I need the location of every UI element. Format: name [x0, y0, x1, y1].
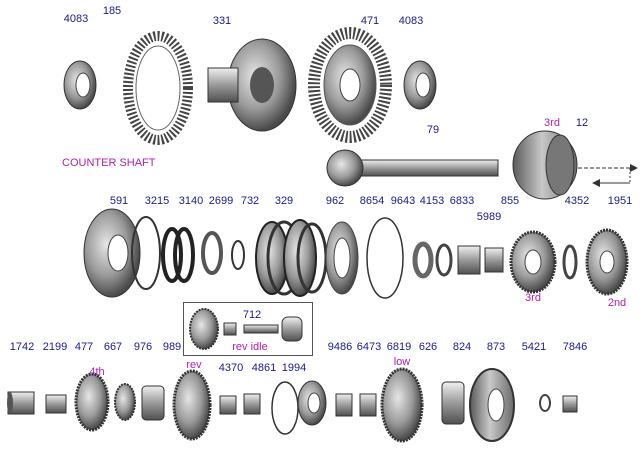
bearing-6819 [359, 393, 377, 417]
counter-shaft-caption: COUNTER SHAFT [62, 157, 156, 169]
label-873: 873 [486, 341, 506, 353]
label-4370: 4370 [218, 362, 244, 374]
bearing-976 [141, 385, 165, 421]
gear-855 [509, 230, 557, 294]
label-9486: 9486 [327, 341, 353, 353]
washer-2699 [201, 231, 245, 275]
pump-591 [83, 208, 141, 298]
label-329: 329 [274, 195, 294, 207]
nut-7846 [562, 395, 578, 413]
drum-12 [512, 130, 578, 200]
label-962: 962 [325, 195, 345, 207]
drum-873 [469, 368, 515, 442]
label-976: 976 [133, 341, 153, 353]
label-6819: 6819 [386, 341, 412, 353]
gear-667 [114, 383, 136, 421]
needle-bearing-6833 [457, 245, 481, 275]
snap-ring-8654 [366, 217, 404, 299]
gear-477 [74, 372, 110, 432]
bearing-2199 [45, 394, 67, 414]
axis-arrows [578, 164, 638, 187]
label-5421: 5421 [521, 341, 547, 353]
label-712: 712 [242, 309, 262, 321]
label-185: 185 [102, 5, 122, 17]
label-4153: 4153 [419, 195, 445, 207]
seal-rings-3140 [161, 227, 195, 283]
ring-gear-471 [308, 27, 392, 143]
label-rev-idle: rev idle [232, 341, 268, 353]
label-477: 477 [74, 341, 94, 353]
label-8654: 8654 [359, 195, 385, 207]
label-471: 471 [360, 15, 380, 27]
bearing-4083-right [403, 60, 437, 110]
label-4083-left: 4083 [63, 13, 89, 25]
collar-4861 [243, 393, 261, 415]
bearing-6473 [335, 393, 353, 417]
ring-gear-185 [123, 31, 193, 145]
gear-1951 [585, 228, 629, 296]
label-1742: 1742 [9, 341, 35, 353]
label-2199: 2199 [42, 341, 68, 353]
label-9643: 9643 [390, 195, 416, 207]
label-4083-right: 4083 [398, 15, 424, 27]
differential-331 [207, 38, 297, 132]
label-6473: 6473 [356, 341, 382, 353]
bearing-4083-left [63, 60, 97, 110]
label-3140: 3140 [178, 195, 204, 207]
label-4861: 4861 [251, 362, 277, 374]
label-591: 591 [109, 195, 129, 207]
label-79: 79 [426, 124, 440, 136]
label-626: 626 [418, 341, 438, 353]
label-3rd-gear: 3rd [525, 292, 541, 304]
gear-626 [380, 367, 424, 443]
label-989: 989 [162, 341, 182, 353]
label-3rd-drum: 3rd [544, 117, 560, 129]
label-2nd-gear: 2nd [607, 297, 627, 309]
clutch-pack-329 [283, 219, 328, 297]
label-12: 12 [575, 117, 589, 129]
label-4th-gear: 4th [89, 366, 105, 378]
label-824: 824 [452, 341, 472, 353]
label-5989: 5989 [476, 211, 502, 223]
label-732: 732 [240, 195, 260, 207]
snap-ring-3215 [131, 216, 161, 290]
washer-4352 [562, 244, 578, 280]
label-667: 667 [103, 341, 123, 353]
reverse-idler-illustration [189, 308, 303, 350]
label-1951: 1951 [607, 195, 633, 207]
label-7846: 7846 [562, 341, 588, 353]
bushing-1742 [7, 391, 35, 415]
label-low-gear: low [393, 356, 411, 368]
bearing-824 [441, 381, 465, 425]
plate-962 [325, 221, 359, 295]
label-331: 331 [212, 15, 232, 27]
bearing-4370 [219, 395, 237, 415]
label-rev-gear: rev [186, 359, 202, 371]
bearing-9486 [297, 380, 327, 426]
label-3215: 3215 [144, 195, 170, 207]
bushing-5989 [484, 247, 504, 273]
washer-5421 [539, 394, 551, 412]
label-1994: 1994 [281, 362, 307, 374]
washer-9643 [412, 241, 434, 279]
snap-ring-1994 [271, 381, 299, 435]
gear-989 [172, 369, 212, 441]
label-6833: 6833 [449, 195, 475, 207]
reverse-idler-inset: 712 rev idle [183, 302, 313, 356]
counter-shaft-79 [326, 149, 499, 187]
washer-4153 [435, 243, 453, 277]
label-855: 855 [500, 195, 520, 207]
label-2699: 2699 [208, 195, 234, 207]
label-4352: 4352 [564, 195, 590, 207]
